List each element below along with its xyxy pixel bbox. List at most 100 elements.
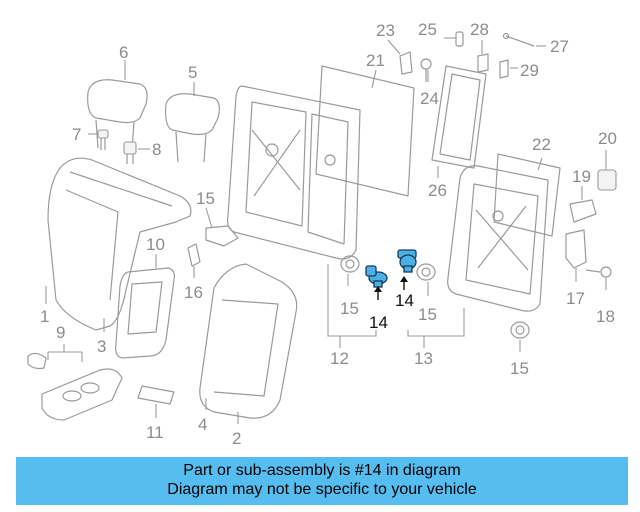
- cap-27-part: [455, 31, 464, 47]
- trim-11-part: [137, 385, 175, 405]
- svg-text:16: 16: [184, 283, 203, 302]
- clip-30-part: [477, 53, 489, 73]
- callout-14a: 14: [369, 286, 388, 332]
- bracket-21-part: [569, 199, 597, 223]
- callout-20: 18: [596, 278, 615, 326]
- svg-text:19: 19: [572, 167, 591, 186]
- bushing-16-part: [510, 321, 530, 339]
- svg-text:29: 29: [520, 61, 539, 80]
- bolt-20-part: [585, 266, 612, 278]
- bolt-14-right-part: [397, 249, 417, 273]
- callout-15a: 15: [340, 274, 359, 318]
- callout-11: 11: [146, 404, 164, 442]
- svg-text:27: 27: [550, 37, 569, 56]
- callout-31: 29: [510, 61, 539, 80]
- svg-text:21: 21: [366, 51, 385, 70]
- seatback-cover-right-part: [199, 263, 298, 419]
- panel-23-part: [315, 65, 415, 197]
- clip-25-part: [399, 51, 413, 75]
- parts-diagram: 6 5 7 8 1 3: [27, 20, 617, 448]
- svg-text:14: 14: [395, 291, 414, 310]
- armrest-frame-part: [115, 267, 175, 359]
- callout-1: 1: [40, 286, 49, 326]
- guide-7-part: [97, 129, 109, 150]
- svg-text:2: 2: [232, 429, 241, 448]
- armrest-cupholder-part: [27, 352, 123, 421]
- guide-8-part: [123, 141, 137, 164]
- callout-21: 19: [572, 167, 591, 200]
- svg-text:5: 5: [188, 63, 197, 82]
- svg-text:20: 20: [598, 129, 617, 148]
- svg-text:13: 13: [414, 349, 433, 368]
- callout-4: 4: [198, 398, 207, 434]
- bracket-17-part: [205, 225, 239, 247]
- callout-13: 13: [407, 308, 465, 368]
- svg-text:3: 3: [97, 337, 106, 356]
- svg-text:15: 15: [418, 305, 437, 324]
- headrest-left-part: [87, 79, 148, 151]
- svg-text:4: 4: [198, 415, 207, 434]
- seatback-cover-left-part: [47, 157, 192, 331]
- bolt-14-left-part: [365, 265, 388, 288]
- svg-text:6: 6: [119, 43, 128, 62]
- svg-text:26: 26: [428, 181, 447, 200]
- svg-text:7: 7: [72, 125, 81, 144]
- hinge-19-part: [565, 229, 587, 269]
- rod-29-part: [502, 32, 535, 47]
- callout-25: 23: [376, 21, 401, 55]
- callout-27: 25: [418, 20, 456, 39]
- banner-line-disclaimer: Diagram may not be specific to your vehi…: [167, 481, 477, 498]
- callout-19: 17: [566, 268, 585, 308]
- callout-12: 12: [327, 264, 377, 368]
- svg-text:9: 9: [56, 323, 65, 342]
- callout-15b: 15: [418, 282, 437, 324]
- callout-2: 2: [232, 412, 241, 448]
- callout-10: 10: [146, 235, 165, 268]
- callout-16: 15: [510, 340, 529, 378]
- callout-17: 15: [196, 189, 215, 229]
- svg-text:23: 23: [376, 21, 395, 40]
- bushing-15-right-part: [416, 263, 436, 281]
- callout-7: 7: [72, 125, 98, 144]
- svg-text:15: 15: [510, 359, 529, 378]
- svg-text:10: 10: [146, 235, 165, 254]
- panel-24-part: [493, 153, 561, 237]
- seatback-frame-left-part: [227, 85, 361, 260]
- callout-5: 5: [188, 63, 197, 96]
- svg-text:11: 11: [146, 423, 164, 442]
- callout-24: 22: [532, 135, 551, 171]
- callout-3: 3: [97, 318, 106, 356]
- svg-text:15: 15: [340, 299, 359, 318]
- callout-8: 8: [138, 140, 161, 159]
- screw-26-part: [420, 58, 432, 82]
- callout-23: 21: [366, 51, 385, 89]
- svg-text:17: 17: [566, 289, 585, 308]
- callout-18: 16: [184, 266, 203, 302]
- callout-9: 9: [47, 323, 83, 362]
- svg-text:28: 28: [470, 20, 489, 39]
- svg-text:24: 24: [420, 89, 439, 108]
- svg-text:14: 14: [369, 313, 388, 332]
- bushing-15-left-part: [340, 255, 360, 273]
- callout-30: 28: [470, 20, 489, 54]
- svg-text:15: 15: [196, 189, 215, 208]
- svg-text:18: 18: [596, 307, 615, 326]
- svg-text:8: 8: [152, 140, 161, 159]
- callout-6: 6: [119, 43, 128, 80]
- banner-line-part-number: Part or sub-assembly is #14 in diagram: [183, 462, 461, 479]
- callout-29: 27: [536, 37, 569, 56]
- seatback-frame-right-part: [447, 165, 549, 312]
- svg-text:25: 25: [418, 20, 437, 39]
- clip-31-part: [499, 59, 509, 79]
- svg-text:22: 22: [532, 135, 551, 154]
- headrest-right-part: [165, 93, 220, 163]
- callout-22: 20: [598, 129, 617, 170]
- svg-text:12: 12: [330, 349, 349, 368]
- callout-14b: 14: [395, 276, 414, 310]
- info-banner: Part or sub-assembly is #14 in diagram D…: [16, 457, 628, 505]
- svg-text:1: 1: [40, 307, 49, 326]
- callout-26: 24: [420, 70, 439, 108]
- latch-22-part: [597, 169, 617, 191]
- clip-18-part: [187, 243, 201, 267]
- callout-28: 26: [428, 166, 447, 200]
